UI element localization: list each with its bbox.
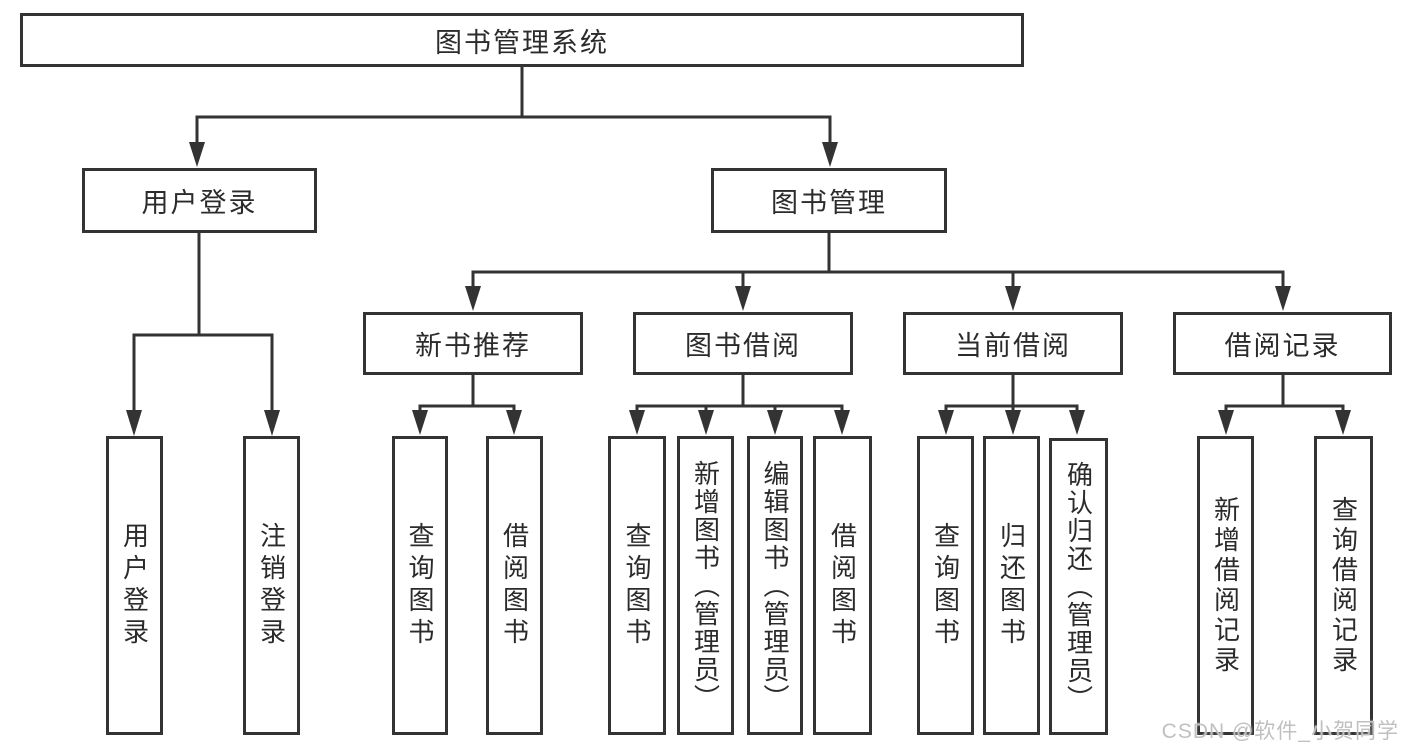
node-current-borrow: 当前借阅 [903,312,1123,375]
leaf-edit-books-admin: 编辑图书（管理员） [747,436,803,735]
node-root: 图书管理系统 [20,13,1024,67]
arrowheads [126,142,1351,436]
leaf-add-books-admin: 新增图书（管理员） [677,436,734,735]
leaf-query-books-recommend: 查询图书 [392,436,448,735]
leaf-add-borrow-record: 新增借阅记录 [1197,436,1254,735]
leaf-query-books-current: 查询图书 [917,436,974,735]
node-new-book-recommend: 新书推荐 [363,312,583,375]
leaf-query-books-borrow: 查询图书 [608,436,666,735]
node-book-borrow: 图书借阅 [633,312,853,375]
leaf-query-borrow-record: 查询借阅记录 [1314,436,1373,735]
leaf-return-books: 归还图书 [983,436,1040,735]
node-book-management: 图书管理 [711,168,947,233]
leaf-user-login: 用户登录 [106,436,163,735]
node-user-login: 用户登录 [82,168,317,233]
leaf-borrow-books-recommend: 借阅图书 [486,436,543,735]
node-borrow-records: 借阅记录 [1173,312,1392,375]
leaf-confirm-return-admin: 确认归还（管理员） [1049,438,1108,735]
csdn-watermark: CSDN @软件_小贺同学 [1161,720,1399,743]
leaf-borrow-books: 借阅图书 [813,436,872,735]
leaf-logout: 注销登录 [243,436,300,735]
